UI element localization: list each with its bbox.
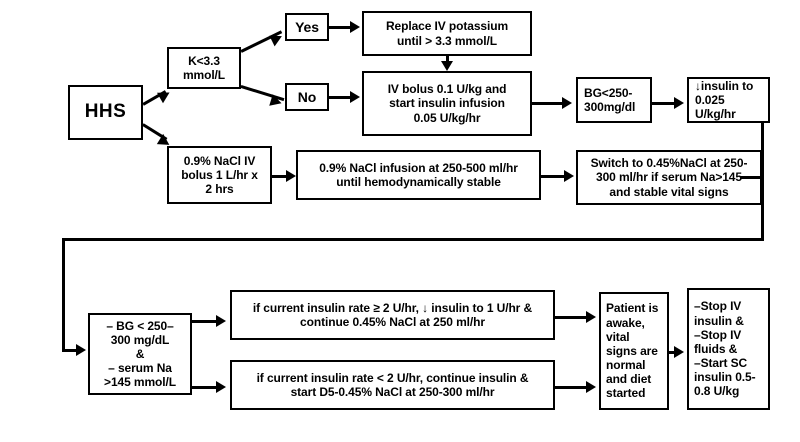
edge-yes-to-replace-arrow [350,21,360,33]
edge-bg-to-insulin-lt2 [192,386,220,389]
edge-k-to-no-arrow [269,94,284,109]
node-patient-awake: Patient is awake, vital signs are normal… [599,292,669,410]
node-k-check: K<3.3 mmol/L [167,47,241,89]
edge-yes-to-replace [329,26,352,29]
edge-bg-to-insulin-ge2 [192,320,220,323]
node-reduce-insulin: ↓insulin to 0.025 U/kg/hr [687,77,770,123]
edge-replace-to-iv-bolus [446,56,449,64]
edge-infusion-to-switch [541,175,567,178]
node-hhs: HHS [68,85,143,140]
node-insulin-lt-2: if current insulin rate < 2 U/hr, contin… [230,360,555,410]
edge-replace-to-iv-bolus-arrow [441,61,453,71]
edge-insulin-ge2-to-patient [555,316,588,319]
edge-k-to-yes-arrow [269,30,285,47]
edge-insulin-ge2-to-patient-arrow [586,311,596,323]
edge-switch-to-bus [740,176,764,179]
edge-patient-to-stop-iv-arrow [674,346,684,358]
node-bg-250-300: BG<250- 300mg/dl [576,77,652,123]
edge-iv-bolus-to-bg [532,102,564,105]
edge-bg-to-reduce-insulin [652,102,676,105]
node-insulin-ge-2: if current insulin rate ≥ 2 U/hr, ↓ insu… [230,290,555,340]
node-yes: Yes [285,13,329,41]
node-nacl-bolus: 0.9% NaCl IV bolus 1 L/hr x 2 hrs [167,146,272,204]
edge-insulin-lt2-to-patient [555,386,588,389]
node-switch-nacl: Switch to 0.45%NaCl at 250- 300 ml/hr if… [576,150,762,205]
node-no: No [285,83,329,111]
edge-no-to-iv-bolus [329,96,352,99]
edge-infusion-to-switch-arrow [564,170,574,182]
edge-nacl-bolus-to-infusion-arrow [286,170,296,182]
edge-no-to-iv-bolus-arrow [350,91,360,103]
edge-reduce-insulin-down [761,123,764,240]
node-nacl-infusion: 0.9% NaCl infusion at 250-500 ml/hr unti… [296,150,541,200]
edge-return-bus-into-bg [62,349,80,352]
edge-bg-to-insulin-lt2-arrow [216,381,226,393]
node-stop-iv: –Stop IV insulin & –Stop IV fluids & –St… [687,288,770,410]
edge-nacl-bolus-to-infusion [272,175,290,178]
edge-insulin-lt2-to-patient-arrow [586,381,596,393]
edge-iv-bolus-to-bg-arrow [562,97,572,109]
edge-return-bus-into-bg-arrow [76,344,86,356]
node-iv-bolus-insulin: IV bolus 0.1 U/kg and start insulin infu… [362,71,532,136]
edge-bg-to-insulin-ge2-arrow [216,315,226,327]
node-replace-potassium: Replace IV potassium until > 3.3 mmol/L [362,11,532,56]
edge-return-bus-horizontal [62,238,764,241]
edge-return-bus-vertical [62,238,65,351]
edge-bg-to-reduce-insulin-arrow [674,97,684,109]
node-bg-serum-na: – BG < 250– 300 mg/dL & – serum Na >145 … [88,313,192,395]
edge-hhs-to-k-arrow [157,87,173,104]
